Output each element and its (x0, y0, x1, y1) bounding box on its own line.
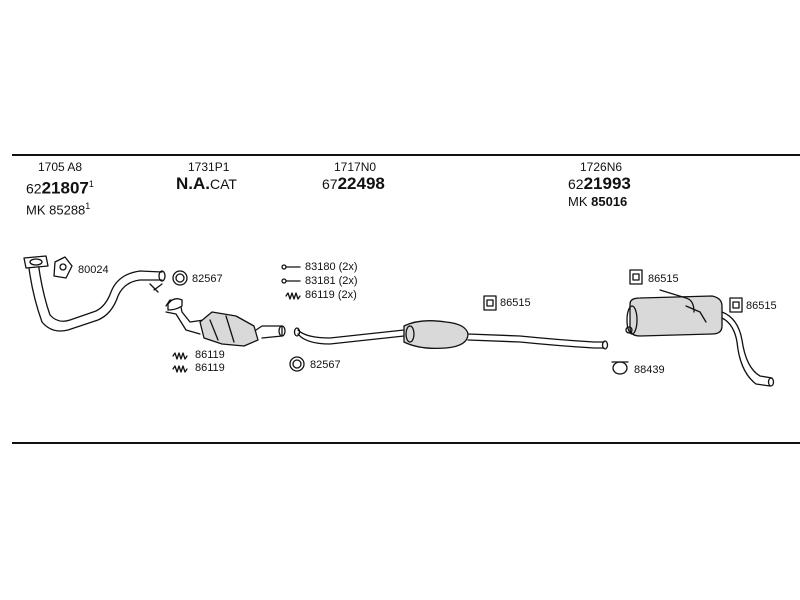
part-label-88439: 88439 (634, 364, 665, 376)
group-part-number: 62218071 (26, 178, 94, 198)
group-code: 1731P1 (188, 160, 230, 174)
part-label-86119-b: 86119 (195, 362, 225, 374)
group-cat-label: N.A.CAT (176, 174, 237, 193)
leader-line (659, 289, 695, 313)
part-label-82567-lower: 82567 (310, 359, 341, 371)
ring-82567-icon (172, 270, 188, 286)
spring-86119-left-b-icon (172, 365, 188, 373)
catalytic-converter (165, 298, 286, 347)
spring-86119-left-a-icon (172, 352, 188, 360)
part-label-86515-rear-top: 86515 (648, 273, 679, 285)
clamp-88439-icon (611, 361, 629, 375)
part-label-86119-a: 86119 (195, 349, 225, 361)
group-catalyst: 1731P1 N.A.CAT (176, 160, 237, 194)
part-label-80024: 80024 (78, 264, 109, 276)
part-label-86515-rear-right: 86515 (746, 300, 777, 312)
group-code: 1705 A8 (38, 160, 83, 174)
group-middle-silencer: 1717N0 6722498 (322, 160, 385, 194)
rear-silencer (625, 295, 775, 387)
group-part-number: 6221993 (568, 174, 631, 193)
group-front-pipe: 1705 A8 62218071 MK 852881 (26, 160, 94, 217)
part-label-86515-middle: 86515 (500, 297, 531, 309)
part-label-82567: 82567 (192, 273, 223, 285)
group-mk-number: MK 85016 (568, 194, 628, 209)
gasket-80024-icon (53, 256, 73, 279)
group-rear-silencer: 1726N6 6221993 MK 85016 (568, 160, 631, 209)
group-part-number: 6722498 (322, 174, 385, 193)
front-pipe (23, 255, 166, 332)
part-label-83181: 83181 (2x) (305, 275, 358, 287)
part-label-86119-2x: 86119 (2x) (305, 289, 357, 301)
middle-silencer (293, 320, 609, 350)
top-rule (12, 154, 800, 156)
part-label-83180: 83180 (2x) (305, 261, 358, 273)
bottom-rule (12, 442, 800, 444)
group-mk-number: MK 852881 (26, 200, 91, 217)
rubber-mount-86515-rear-top-icon (629, 269, 643, 285)
bolt-83181-icon (281, 278, 301, 284)
group-code: 1726N6 (580, 160, 623, 174)
group-code: 1717N0 (334, 160, 377, 174)
rubber-mount-86515-icon (483, 295, 497, 311)
bolt-83180-icon (281, 264, 301, 270)
spring-86119-icon (285, 292, 301, 300)
ring-82567-lower-icon (289, 356, 305, 372)
rubber-mount-86515-rear-right-icon (729, 297, 743, 313)
